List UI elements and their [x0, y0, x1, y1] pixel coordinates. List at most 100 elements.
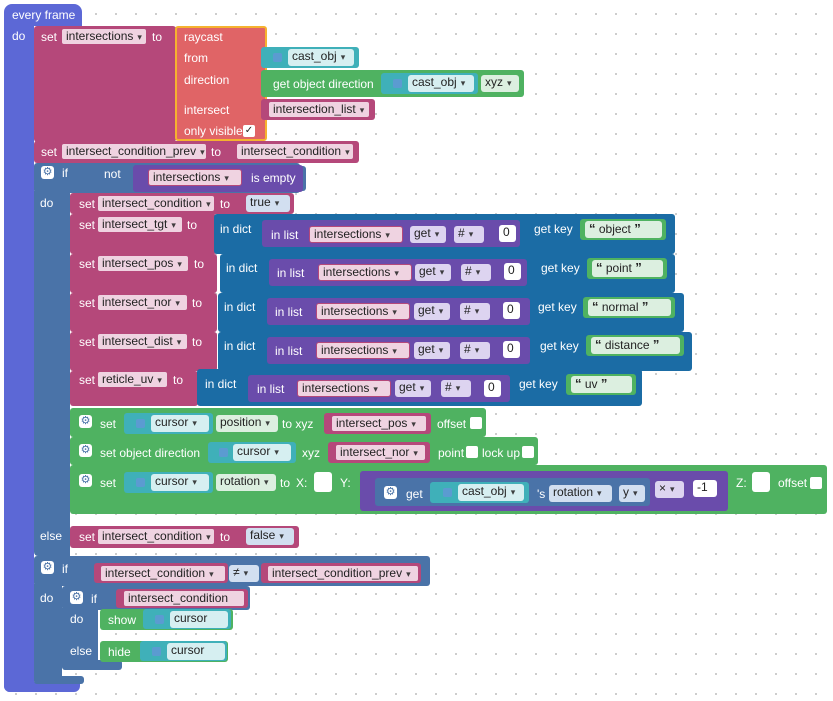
list-where-dropdown-hash[interactable]: #: [460, 303, 490, 320]
object-dropdown-cursor[interactable]: cursor: [151, 474, 209, 491]
only-visible-checkbox[interactable]: ✓: [243, 125, 255, 137]
var-dropdown-intersections[interactable]: intersections: [316, 342, 410, 359]
offset-checkbox[interactable]: [470, 417, 482, 429]
every-frame-spine: [4, 24, 34, 692]
axis-dropdown-xyz[interactable]: xyz: [481, 75, 519, 92]
object-field-cursor[interactable]: cursor: [167, 643, 225, 660]
gear-icon[interactable]: ⚙: [384, 486, 397, 499]
var-dropdown-intersections[interactable]: intersections: [309, 226, 403, 243]
lock-up-checkbox[interactable]: [522, 446, 534, 458]
xyz-label: xyz: [295, 417, 314, 431]
text-input-normal[interactable]: “ normal ”: [588, 299, 671, 316]
number-input-index[interactable]: 0: [499, 225, 516, 242]
number-input-index[interactable]: 0: [503, 302, 520, 319]
var-dropdown-intersect-dist[interactable]: intersect_dist: [97, 333, 188, 350]
set-label: set: [41, 30, 58, 44]
quote-open-icon: “: [589, 221, 596, 236]
quote-close-icon: ”: [641, 299, 649, 314]
gear-icon[interactable]: ⚙: [79, 415, 92, 428]
property-dropdown-rotation[interactable]: rotation: [216, 474, 276, 491]
var-dropdown-intersect-nor[interactable]: intersect_nor: [335, 444, 426, 461]
var-dropdown-intersect-condition-prev[interactable]: intersect_condition_prev: [61, 143, 207, 160]
gear-icon[interactable]: ⚙: [41, 166, 54, 179]
set-intersections-block[interactable]: [34, 26, 176, 142]
text-input-distance[interactable]: “ distance ”: [591, 337, 680, 354]
var-dropdown-intersections[interactable]: intersections: [61, 28, 147, 45]
var-dropdown-intersections[interactable]: intersections: [318, 264, 412, 281]
event-title: every frame: [12, 8, 76, 22]
var-dropdown-intersect-pos[interactable]: intersect_pos: [97, 255, 189, 272]
set-label: set: [79, 530, 96, 544]
list-where-dropdown-hash[interactable]: #: [461, 264, 491, 281]
boolean-dropdown-false[interactable]: false: [246, 528, 294, 545]
operator-dropdown-multiply[interactable]: ×: [655, 481, 684, 498]
var-dropdown-intersect-condition-prev[interactable]: intersect_condition_prev: [267, 565, 419, 582]
set-label: set: [100, 417, 117, 431]
text-input-object[interactable]: “ object ”: [585, 221, 662, 238]
text-value: object: [598, 222, 631, 236]
list-where-dropdown-hash[interactable]: #: [454, 226, 484, 243]
property-dropdown-position[interactable]: position: [216, 415, 278, 432]
text-input-uv[interactable]: “ uv ”: [571, 376, 632, 393]
set-label: set: [79, 296, 96, 310]
get-object-direction-label: get object direction: [273, 77, 374, 91]
do-label: do: [40, 591, 54, 605]
set-object-direction-label: set object direction: [100, 446, 201, 460]
number-input-index[interactable]: 0: [503, 341, 520, 358]
list-mode-dropdown-get[interactable]: get: [414, 303, 450, 320]
object-dropdown-cast-obj[interactable]: cast_obj: [458, 484, 524, 501]
object-field-cursor[interactable]: cursor: [170, 611, 228, 628]
if-label: if: [91, 592, 97, 606]
number-input-neg-one[interactable]: -1: [693, 480, 717, 497]
var-dropdown-intersect-tgt[interactable]: intersect_tgt: [97, 216, 183, 233]
var-dropdown-reticle-uv[interactable]: reticle_uv: [97, 371, 168, 388]
to-label: to: [187, 218, 198, 232]
offset-checkbox[interactable]: [810, 477, 822, 489]
do-label: do: [70, 612, 84, 626]
to-label: to: [220, 197, 231, 211]
list-where-dropdown-hash[interactable]: #: [460, 342, 490, 359]
list-mode-dropdown-get[interactable]: get: [414, 342, 450, 359]
number-input-index[interactable]: 0: [484, 380, 501, 397]
object-dropdown-cast-obj[interactable]: cast_obj: [288, 49, 354, 66]
gear-icon[interactable]: ⚙: [70, 591, 83, 604]
gear-icon[interactable]: ⚙: [79, 474, 92, 487]
number-input-index[interactable]: 0: [504, 263, 521, 280]
every-frame-block[interactable]: [4, 4, 82, 26]
operator-dropdown-neq[interactable]: ≠: [229, 565, 259, 582]
gear-icon[interactable]: ⚙: [79, 444, 92, 457]
var-dropdown-intersection-list[interactable]: intersection_list: [268, 101, 370, 118]
var-dropdown-intersections[interactable]: intersections: [297, 380, 391, 397]
list-mode-dropdown-get[interactable]: get: [415, 264, 451, 281]
var-dropdown-intersect-condition[interactable]: intersect_condition: [97, 195, 215, 212]
if-label: if: [62, 562, 68, 576]
set-object-direction-block[interactable]: [70, 437, 538, 465]
z-value-slot[interactable]: [752, 472, 770, 492]
object-dropdown-cursor[interactable]: cursor: [151, 415, 209, 432]
boolean-dropdown-true[interactable]: true: [246, 195, 290, 212]
list-mode-dropdown-get[interactable]: get: [410, 226, 446, 243]
if-block-spine: [34, 191, 70, 556]
axis-dropdown-y[interactable]: y: [619, 485, 645, 502]
x-value-slot[interactable]: [314, 472, 332, 492]
raycast-only-visible-label: only visible: [184, 124, 243, 138]
point-checkbox[interactable]: [466, 446, 478, 458]
set-label: set: [100, 476, 117, 490]
var-intersect-condition[interactable]: intersect_condition: [123, 590, 245, 607]
to-label: to: [192, 335, 203, 349]
var-dropdown-intersections[interactable]: intersections: [148, 169, 242, 186]
gear-icon[interactable]: ⚙: [41, 561, 54, 574]
object-dropdown-cursor[interactable]: cursor: [233, 444, 291, 461]
var-dropdown-intersect-nor[interactable]: intersect_nor: [97, 294, 188, 311]
var-dropdown-intersect-condition[interactable]: intersect_condition: [97, 528, 215, 545]
object-dropdown-cast-obj[interactable]: cast_obj: [408, 75, 474, 92]
list-where-dropdown-hash[interactable]: #: [441, 380, 471, 397]
var-dropdown-intersect-condition[interactable]: intersect_condition: [100, 565, 226, 582]
list-mode-dropdown-get[interactable]: get: [395, 380, 431, 397]
var-dropdown-intersect-pos[interactable]: intersect_pos: [331, 415, 427, 432]
get-label: get: [406, 487, 423, 501]
property-dropdown-rotation[interactable]: rotation: [549, 485, 612, 502]
var-dropdown-intersections[interactable]: intersections: [316, 303, 410, 320]
var-dropdown-intersect-condition[interactable]: intersect_condition: [236, 143, 354, 160]
text-input-point[interactable]: “ point ”: [592, 260, 663, 277]
